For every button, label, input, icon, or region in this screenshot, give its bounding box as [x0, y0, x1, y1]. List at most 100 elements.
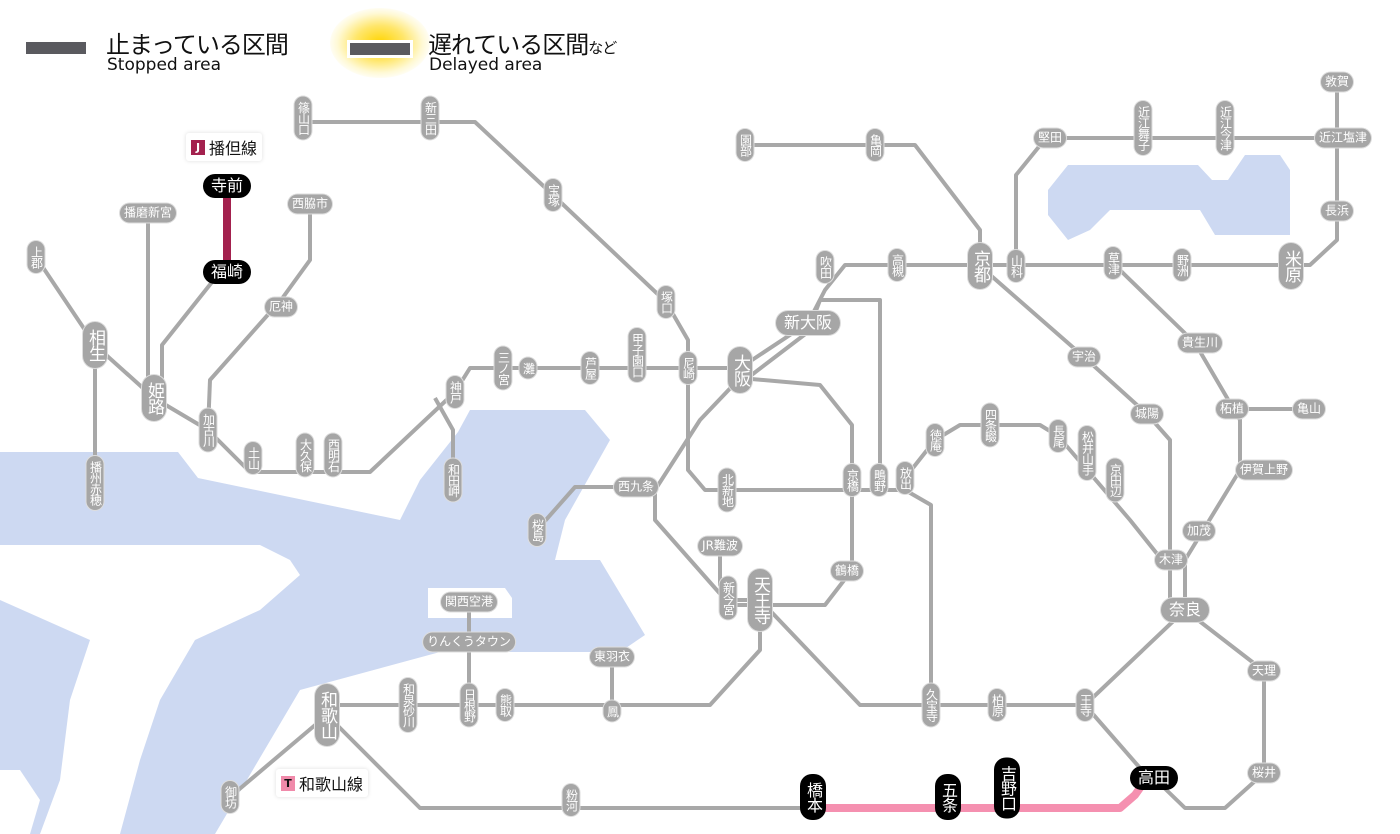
legend-stopped-label: 止まっている区間 [106, 31, 289, 59]
station[interactable]: 貴生川 [1177, 333, 1223, 353]
station[interactable]: 近江今津 [1216, 101, 1234, 155]
station[interactable]: 神戸 [446, 376, 464, 408]
station[interactable]: 四条畷 [981, 403, 999, 447]
station[interactable]: 西脇市 [287, 194, 333, 214]
legend-stopped-swatch [26, 42, 86, 54]
station[interactable]: 宇治 [1067, 347, 1101, 367]
station[interactable]: 鳳 [603, 700, 621, 722]
station[interactable]: 篠山口 [294, 96, 312, 140]
station[interactable]: 鴫野 [870, 464, 888, 496]
station[interactable]: 敦賀 [1320, 72, 1354, 92]
station[interactable]: 高槻 [888, 249, 906, 281]
station[interactable]: 放出 [896, 462, 914, 494]
station[interactable]: 尼崎 [679, 352, 697, 384]
station[interactable]: 山科 [1007, 250, 1025, 282]
station[interactable]: 堅田 [1033, 128, 1067, 148]
station[interactable]: 天王寺 [748, 569, 772, 631]
station[interactable]: 西明石 [324, 433, 342, 477]
legend-delayed-suffix: など [588, 39, 617, 57]
station[interactable]: 城陽 [1130, 404, 1164, 424]
station[interactable]: 日根野 [460, 683, 478, 727]
station[interactable]: 厄神 [264, 297, 298, 317]
station[interactable]: 木津 [1154, 550, 1188, 570]
station[interactable]: 王寺 [1076, 689, 1094, 721]
station[interactable]: りんくうタウン [423, 632, 515, 652]
station[interactable]: 吹田 [816, 251, 834, 283]
station[interactable]: 和田岬 [444, 458, 462, 502]
station[interactable]: 亀山 [1292, 399, 1326, 419]
kisei-line [228, 713, 329, 799]
station[interactable]: 柏原 [988, 689, 1006, 721]
station[interactable]: JR難波 [698, 536, 742, 556]
wakayama-line-north [1083, 703, 1142, 770]
station[interactable]: 姫路 [142, 375, 166, 421]
station[interactable]: 奈良 [1160, 598, 1210, 622]
station[interactable]: 桜井 [1247, 763, 1281, 783]
station[interactable]: 甲子園口 [628, 328, 646, 382]
station[interactable]: 米原 [1279, 243, 1303, 289]
station[interactable]: 三ノ宮 [494, 346, 512, 390]
station[interactable]: 西九条 [613, 477, 659, 497]
station[interactable]: 伊賀上野 [1235, 460, 1293, 480]
station[interactable]: 和歌山 [315, 684, 339, 746]
station[interactable]: 灘 [519, 357, 537, 379]
line-label-bantan[interactable]: J 播但線 [186, 133, 263, 161]
station[interactable]: 園部 [736, 129, 754, 161]
fukuchiyama-line [303, 120, 690, 368]
station[interactable]: 天理 [1247, 661, 1281, 681]
line-name: 和歌山線 [299, 775, 364, 794]
station[interactable]: 御坊 [221, 781, 239, 813]
station[interactable]: 東羽衣 [589, 647, 635, 667]
legend-delayed-swatch [347, 40, 413, 58]
station[interactable]: 徳庵 [926, 424, 944, 456]
station[interactable]: 草津 [1104, 247, 1122, 279]
station[interactable]: 近江塩津 [1314, 128, 1372, 148]
station[interactable]: 上郡 [27, 241, 45, 273]
station[interactable]: 久宝寺 [922, 683, 940, 727]
station[interactable]: 長尾 [1049, 420, 1067, 452]
station[interactable]: 北新地 [718, 468, 736, 512]
station[interactable]: 熊取 [496, 689, 514, 721]
station[interactable]: 京橋 [843, 464, 861, 496]
station[interactable]: 新大阪 [775, 311, 841, 335]
station[interactable]: 松井山手 [1078, 426, 1096, 480]
station[interactable]: 京都 [968, 243, 992, 289]
station[interactable]: 新三田 [421, 96, 439, 140]
line-label-wakayama[interactable]: T 和歌山線 [276, 769, 369, 797]
station[interactable]: 相生 [83, 322, 107, 368]
station-stopped[interactable]: 高田 [1129, 766, 1179, 790]
station[interactable]: 播磨新宮 [119, 203, 177, 223]
station[interactable]: 土山 [244, 442, 262, 474]
station-stopped[interactable]: 五条 [935, 774, 961, 820]
station-stopped[interactable]: 吉野口 [994, 757, 1020, 819]
station[interactable]: 京田辺 [1106, 458, 1124, 502]
legend-delayed-text: 遅れている区間 [428, 31, 589, 59]
station[interactable]: 粉河 [562, 784, 580, 816]
station[interactable]: 塚口 [657, 286, 675, 318]
nara-line [978, 264, 1172, 610]
station-stopped[interactable]: 橋本 [800, 774, 826, 820]
station-stopped[interactable]: 福崎 [202, 260, 252, 284]
land-awaji [0, 545, 300, 834]
station[interactable]: 長浜 [1320, 201, 1354, 221]
station[interactable]: 桜島 [528, 514, 546, 546]
station[interactable]: 柘植 [1215, 399, 1249, 419]
station[interactable]: 亀岡 [866, 129, 884, 161]
station[interactable]: 関西空港 [440, 592, 498, 612]
station[interactable]: 加古川 [199, 408, 217, 452]
wakayama-stopped-segment[interactable] [813, 775, 1151, 812]
station[interactable]: 芦屋 [581, 352, 599, 384]
station[interactable]: 宝塚 [544, 179, 562, 211]
station[interactable]: 新今宮 [719, 576, 737, 620]
station[interactable]: 野洲 [1173, 249, 1191, 281]
station[interactable]: 大久保 [296, 433, 314, 477]
station[interactable]: 加茂 [1182, 521, 1216, 541]
station[interactable]: 近江舞子 [1134, 101, 1152, 155]
station[interactable]: 和泉砂川 [399, 678, 417, 732]
station[interactable]: 鶴橋 [830, 561, 864, 581]
station-stopped[interactable]: 寺前 [202, 174, 252, 198]
station[interactable]: 大阪 [728, 347, 752, 393]
station[interactable]: 播州赤穂 [86, 456, 104, 510]
yamatoji-line [758, 598, 1187, 707]
